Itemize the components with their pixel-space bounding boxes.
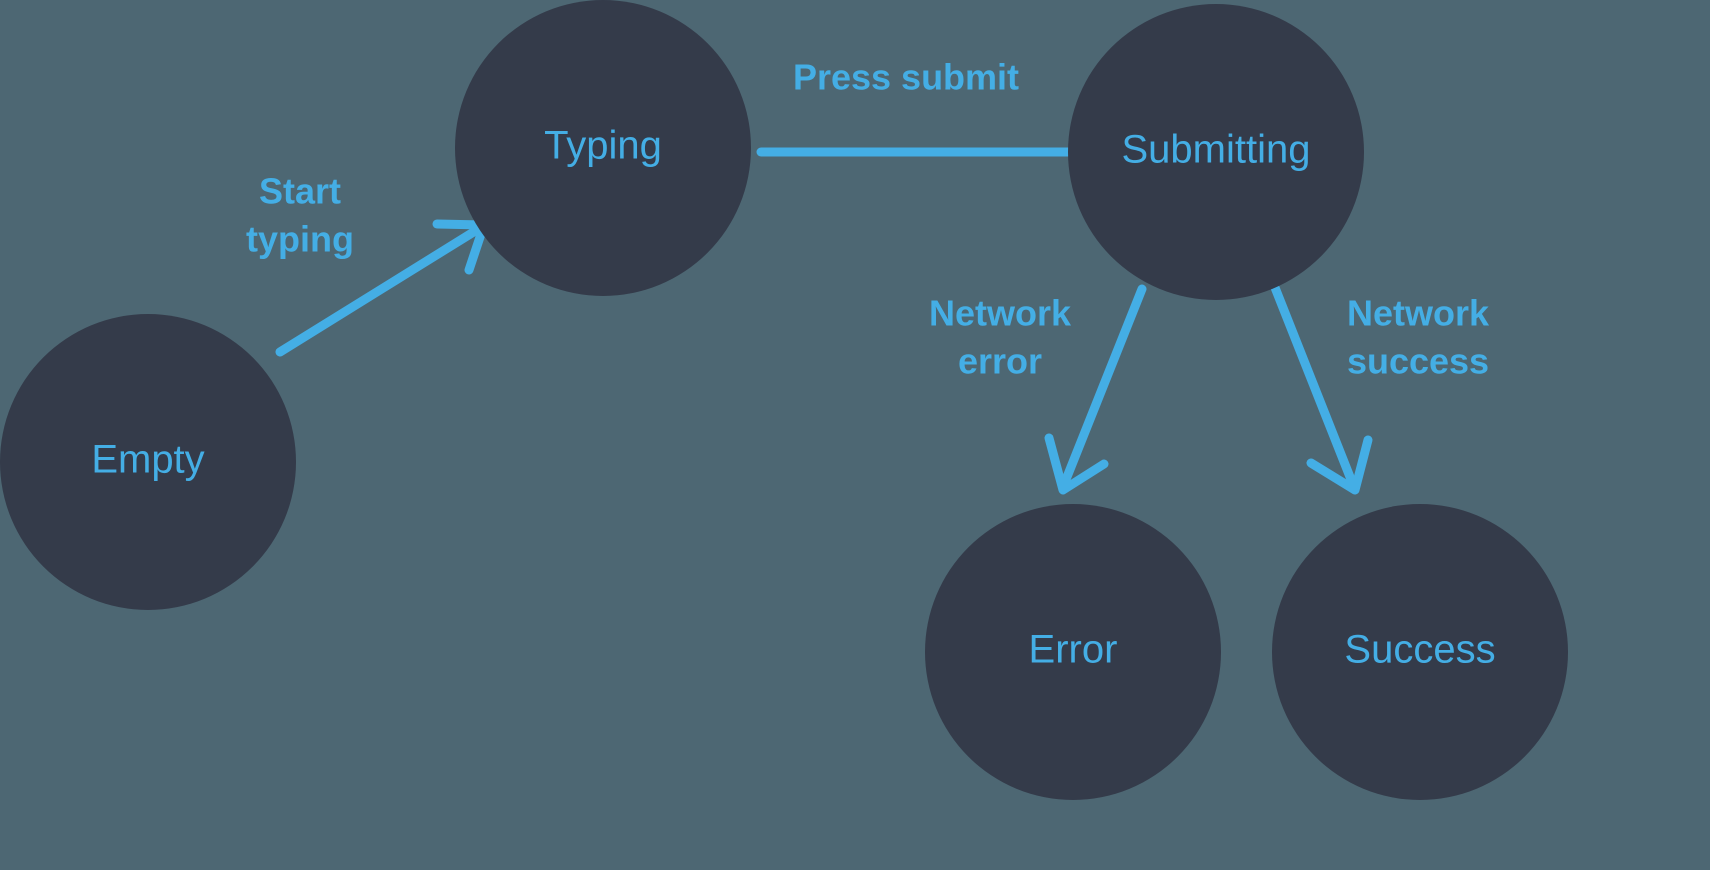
edge-label-line: Start [259,171,341,212]
edge-label-empty-to-typing: Start typing [246,171,354,260]
state-label-typing: Typing [544,124,662,168]
edge-label-line: Network [1347,293,1490,334]
edge-label-line: Network [929,293,1072,334]
state-node-error[interactable]: Error [925,504,1221,800]
edge-label-line: success [1347,341,1489,382]
state-label-error: Error [1029,628,1118,672]
edge-submitting-to-success [1269,280,1373,495]
state-node-typing[interactable]: Typing [455,0,751,296]
state-node-success[interactable]: Success [1272,504,1568,800]
state-label-success: Success [1344,628,1495,672]
edge-label-typing-to-submitting: Press submit [793,57,1019,98]
edge-submitting-to-error [1044,284,1147,495]
state-node-submitting[interactable]: Submitting [1068,4,1364,300]
state-label-empty: Empty [91,438,204,482]
edge-label-line: error [958,341,1042,382]
edge-label-submitting-to-success: Network success [1347,293,1490,382]
state-circle-submitting[interactable] [1068,4,1364,300]
edge-line-submitting-to-success [1269,280,1357,487]
arrowhead-icon-submitting-to-success [1306,435,1373,495]
edge-line-submitting-to-error [1060,284,1147,487]
edge-label-line: Press submit [793,57,1019,98]
state-node-empty[interactable]: Empty [0,314,296,610]
state-label-submitting: Submitting [1122,128,1311,172]
state-circle-error[interactable] [925,504,1221,800]
state-circle-empty[interactable] [0,314,296,610]
state-circle-typing[interactable] [455,0,751,296]
state-circle-success[interactable] [1272,504,1568,800]
edge-label-line: typing [246,219,354,260]
edge-line-empty-to-typing [275,223,485,357]
arrowhead-icon-submitting-to-error [1044,433,1109,495]
edge-label-submitting-to-error: Network error [929,293,1072,382]
